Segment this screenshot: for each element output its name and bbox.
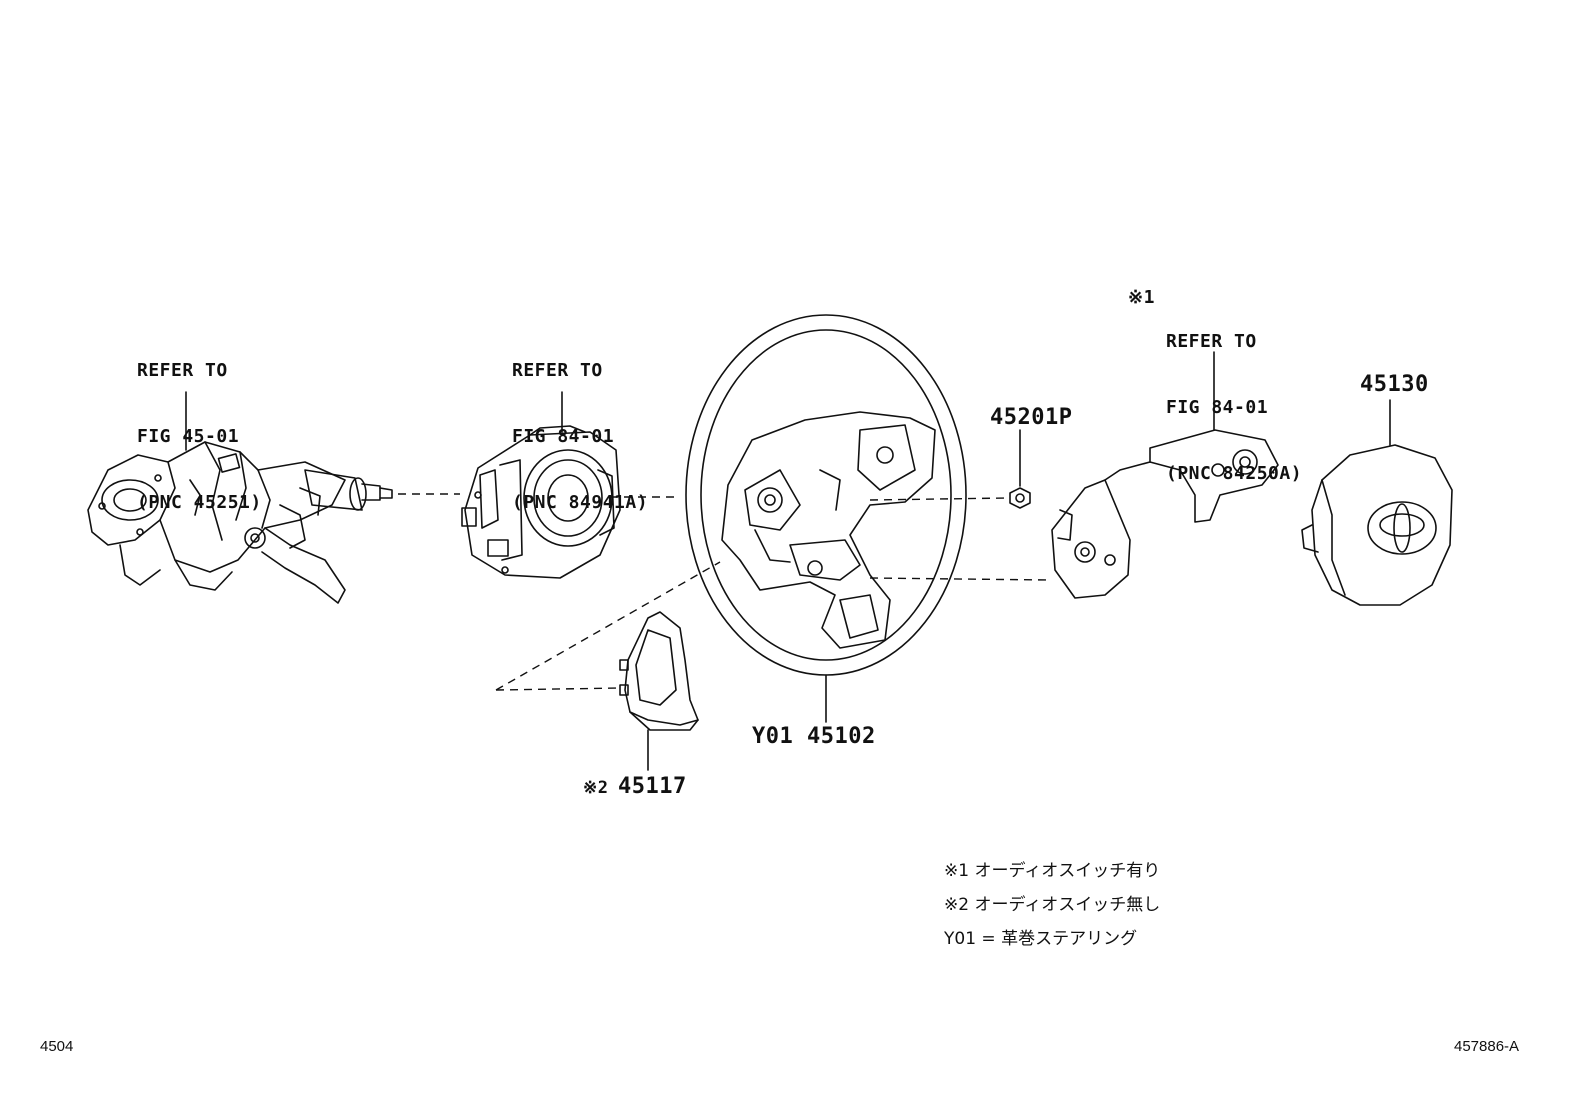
steering-column-drawing [87,391,393,604]
illustration-id: 457886-A [1454,1038,1520,1055]
switch-mark: ※1 [1128,287,1155,308]
callout-line: FIG 84-01 [1166,397,1269,418]
callout-line: REFER TO [1166,331,1257,352]
footnote-leather-wheel: Y01 = 革巻ステアリング [944,929,1138,949]
figure-number: 4504 [40,1038,74,1055]
cover-mark: ※2 [583,778,609,798]
part-number-nut: 45201P [990,405,1073,430]
switch-refer-callout: REFER TO FIG 84-01 (PNC 84250A) [1166,287,1302,507]
steering-wheel-drawing [685,314,967,723]
nut-drawing [1009,429,1031,509]
audio-switch-drawing [1051,351,1279,599]
part-number-cover: 45117 [618,774,687,799]
callout-line: REFER TO [137,360,228,381]
callout-line: (PNC 84941A) [512,492,649,513]
part-number-wheel: Y01 45102 [752,724,876,749]
footnote-audio-switch-without: ※2 オーディオスイッチ無し [944,895,1161,915]
callout-line: FIG 45-01 [137,426,240,447]
assembly-dash-lines [398,493,1051,691]
spiral-refer-callout: REFER TO FIG 84-01 (PNC 84941A) [512,316,648,536]
callout-line: (PNC 45251) [137,492,262,513]
footnote-audio-switch-with: ※1 オーディオスイッチ有り [944,861,1161,881]
airbag-pad-drawing [1301,399,1453,606]
spiral-cable-drawing [461,391,621,579]
callout-line: FIG 84-01 [512,426,615,447]
column-refer-callout: REFER TO FIG 45-01 (PNC 45251) [137,316,262,536]
callout-line: (PNC 84250A) [1166,463,1303,484]
part-number-pad: 45130 [1360,372,1429,397]
callout-line: REFER TO [512,360,603,381]
switch-cover-drawing [619,611,699,771]
